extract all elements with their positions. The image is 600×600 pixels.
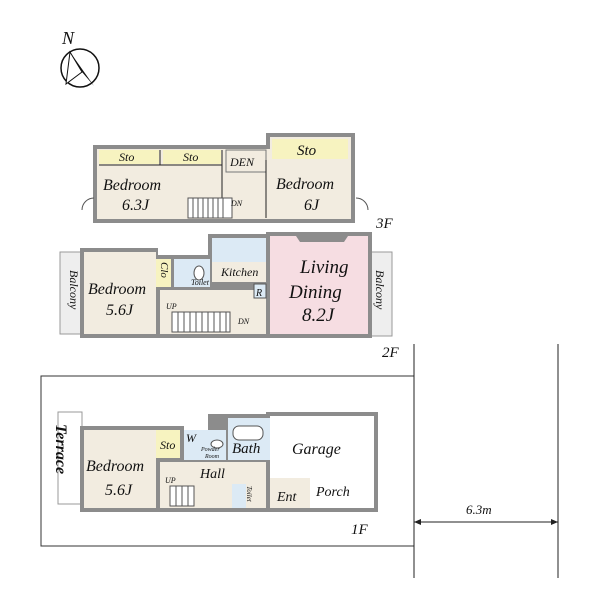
2f-bedroom-size: 5.6J [106,302,134,319]
2f-dining-label: Dining [288,282,342,303]
3f-bedroom-right-size: 6J [304,197,320,214]
road-width-label: 6.3m [466,502,492,517]
3f-level-label: 3F [375,216,394,232]
1f-w-label: W [186,431,197,445]
1f-sto [156,430,180,458]
1f-terrace-label: Terrace [52,424,69,474]
2f-clo [156,259,171,287]
1f-terrace [57,411,83,505]
north-arrow-icon [70,52,94,86]
2f-stair-dn-label: DN [237,317,250,326]
arrow-left-icon [414,519,421,525]
2f-living-size: 8.2J [302,305,336,326]
1f-bedroom [84,430,156,508]
3f-sto-left [99,150,159,164]
2f-bedroom [84,252,156,334]
3f-sto-right-label: Sto [297,143,317,159]
3f-bedroom-left-name: Bedroom [103,177,161,194]
3f-bedroom-left-size: 6.3J [122,197,150,214]
2f-stair [171,311,231,333]
3f-door-swing-right [355,197,369,211]
floor-1f: Terrace Bedroom 5.6J Sto W Powder Room B… [40,344,559,578]
1f-ent [270,478,310,508]
arrow-right-icon [551,519,558,525]
2f-r-label: R [255,288,262,299]
3f-door-swing-left [81,197,95,211]
1f-bedroom-size: 5.6J [105,482,133,499]
3f-sto-right [272,139,348,159]
2f-stair-up-label: UP [166,302,177,311]
1f-toilet [232,484,246,508]
1f-powder-label: Powder [200,447,220,453]
3f-bedroom-right-name: Bedroom [276,176,334,193]
2f-kitchen [212,262,266,282]
2f-balcony-left-label: Balcony [67,270,81,310]
1f-toilet-label: Toilet [245,486,253,503]
2f-kitchen-label: Kitchen [220,265,258,279]
2f-r-box [253,283,267,299]
3f-den-label: DEN [229,155,255,169]
3f-stair-dn-label: DN [230,199,243,208]
3f-sto-left-label: Sto [119,150,134,164]
1f-porch-label: Porch [315,485,350,500]
1f-bedroom-name: Bedroom [86,458,144,475]
2f-balcony-right-label: Balcony [373,270,387,310]
2f-level-label: 2F [382,345,400,361]
basin-icon [210,439,224,449]
2f-clo-label: Clo [158,262,170,278]
1f-level-label: 1F [351,522,369,538]
3f-sto-mid-label: Sto [183,150,198,164]
2f-toilet-icon [193,265,205,281]
1f-bath-label: Bath [232,441,260,457]
2f-toilet-label: Toilet [191,278,210,287]
2f-living-label: Living [299,257,349,278]
2f-bedroom-name: Bedroom [88,281,146,298]
bathtub-icon [232,425,264,441]
1f-stair [169,485,195,507]
2f-kitchen-counter [212,238,266,262]
floor-2f: Balcony Bedroom 5.6J Clo Toilet Kitchen … [59,232,400,361]
1f-stair-up-label: UP [165,476,176,485]
1f-powder-room-label: Room [204,454,220,460]
3f-sto-mid [163,150,221,164]
1f-ent-label: Ent [276,490,298,505]
compass-north-label: N [61,28,75,48]
1f-hall-label: Hall [199,467,225,482]
floor-3f: Sto Sto DEN Sto Bedroom 6.3J Bedroom 6J … [81,133,394,232]
1f-sto-label: Sto [160,438,175,452]
2f-living-dining [270,236,368,334]
compass: N [60,28,100,88]
1f-garage-label: Garage [292,441,341,458]
3f-stair [187,197,233,219]
